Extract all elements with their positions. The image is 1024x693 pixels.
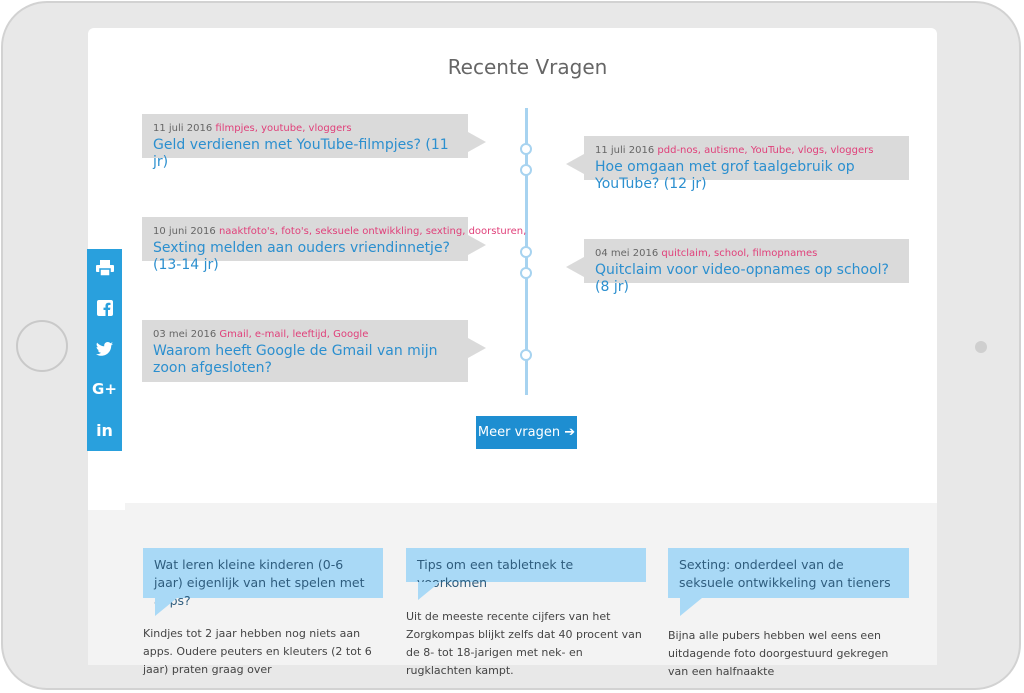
googleplus-icon: G+ bbox=[92, 380, 117, 398]
question-meta: 04 mei 2016 quitclaim, school, filmopnam… bbox=[595, 247, 899, 261]
home-button[interactable] bbox=[16, 320, 68, 372]
question-card[interactable]: 03 mei 2016 Gmail, e-mail, leeftijd, Goo… bbox=[142, 320, 486, 382]
question-title[interactable]: Waarom heeft Google de Gmail van mijn zo… bbox=[153, 343, 438, 376]
question-tags[interactable]: Gmail, e-mail, leeftijd, Google bbox=[219, 329, 369, 340]
article-excerpt: Uit de meeste recente cijfers van het Zo… bbox=[406, 610, 642, 677]
print-icon bbox=[95, 260, 114, 277]
article-title[interactable]: Tips om een tabletnek te voorkomen bbox=[406, 548, 646, 600]
question-date: 04 mei 2016 bbox=[595, 248, 659, 259]
question-tags[interactable]: naaktfoto's, foto's, seksuele ontwikklin… bbox=[218, 226, 527, 237]
question-card[interactable]: 11 juli 2016 filmpjes, youtube, vloggers… bbox=[142, 114, 486, 170]
question-card[interactable]: 10 juni 2016 naaktfoto's, foto's, seksue… bbox=[142, 217, 526, 273]
facebook-icon bbox=[96, 300, 113, 316]
question-tags[interactable]: filmpjes, youtube, vloggers bbox=[215, 123, 352, 134]
more-questions-button[interactable]: Meer vragen ➔ bbox=[476, 416, 577, 449]
question-meta: 10 juni 2016 naaktfoto's, foto's, seksue… bbox=[153, 225, 526, 239]
twitter-button[interactable] bbox=[87, 334, 122, 364]
article-excerpt: Kindjes tot 2 jaar hebben nog niets aan … bbox=[143, 627, 372, 676]
timeline-node bbox=[520, 246, 532, 258]
article-title[interactable]: Sexting: onderdeel van de seksuele ontwi… bbox=[668, 548, 909, 616]
question-card[interactable]: 11 juli 2016 pdd-nos, autisme, YouTube, … bbox=[566, 136, 909, 192]
linkedin-button[interactable]: in bbox=[87, 415, 122, 445]
timeline-node bbox=[520, 349, 532, 361]
articles-section-edge bbox=[88, 510, 125, 665]
share-bar: G+ in bbox=[87, 249, 122, 451]
googleplus-button[interactable]: G+ bbox=[87, 374, 122, 404]
question-meta: 11 juli 2016 filmpjes, youtube, vloggers bbox=[153, 122, 458, 136]
twitter-icon bbox=[96, 342, 113, 356]
question-title[interactable]: Geld verdienen met YouTube-filmpjes? (11… bbox=[153, 137, 449, 170]
camera-dot bbox=[975, 341, 987, 353]
article-excerpt: Bijna alle pubers hebben wel eens een ui… bbox=[668, 629, 889, 678]
timeline-node bbox=[520, 143, 532, 155]
question-title[interactable]: Sexting melden aan ouders vriendinnetje?… bbox=[153, 240, 450, 273]
timeline-node bbox=[520, 164, 532, 176]
question-date: 03 mei 2016 bbox=[153, 329, 217, 340]
question-meta: 11 juli 2016 pdd-nos, autisme, YouTube, … bbox=[595, 144, 899, 158]
timeline-node bbox=[520, 267, 532, 279]
question-card[interactable]: 04 mei 2016 quitclaim, school, filmopnam… bbox=[566, 239, 909, 295]
facebook-button[interactable] bbox=[87, 293, 122, 323]
print-button[interactable] bbox=[87, 253, 122, 283]
article-title[interactable]: Wat leren kleine kinderen (0-6 jaar) eig… bbox=[143, 548, 383, 616]
question-title[interactable]: Hoe omgaan met grof taalgebruik op YouTu… bbox=[595, 159, 855, 192]
screen: Recente Vragen 11 juli 2016 filmpjes, yo… bbox=[88, 28, 937, 678]
question-date: 10 juni 2016 bbox=[153, 226, 216, 237]
question-tags[interactable]: pdd-nos, autisme, YouTube, vlogs, vlogge… bbox=[657, 145, 874, 156]
page-title: Recente Vragen bbox=[447, 55, 608, 79]
question-tags[interactable]: quitclaim, school, filmopnames bbox=[661, 248, 818, 259]
question-title[interactable]: Quitclaim voor video-opnames op school? … bbox=[595, 262, 889, 295]
question-date: 11 juli 2016 bbox=[153, 123, 213, 134]
question-meta: 03 mei 2016 Gmail, e-mail, leeftijd, Goo… bbox=[153, 328, 458, 342]
linkedin-icon: in bbox=[96, 420, 113, 440]
question-date: 11 juli 2016 bbox=[595, 145, 655, 156]
